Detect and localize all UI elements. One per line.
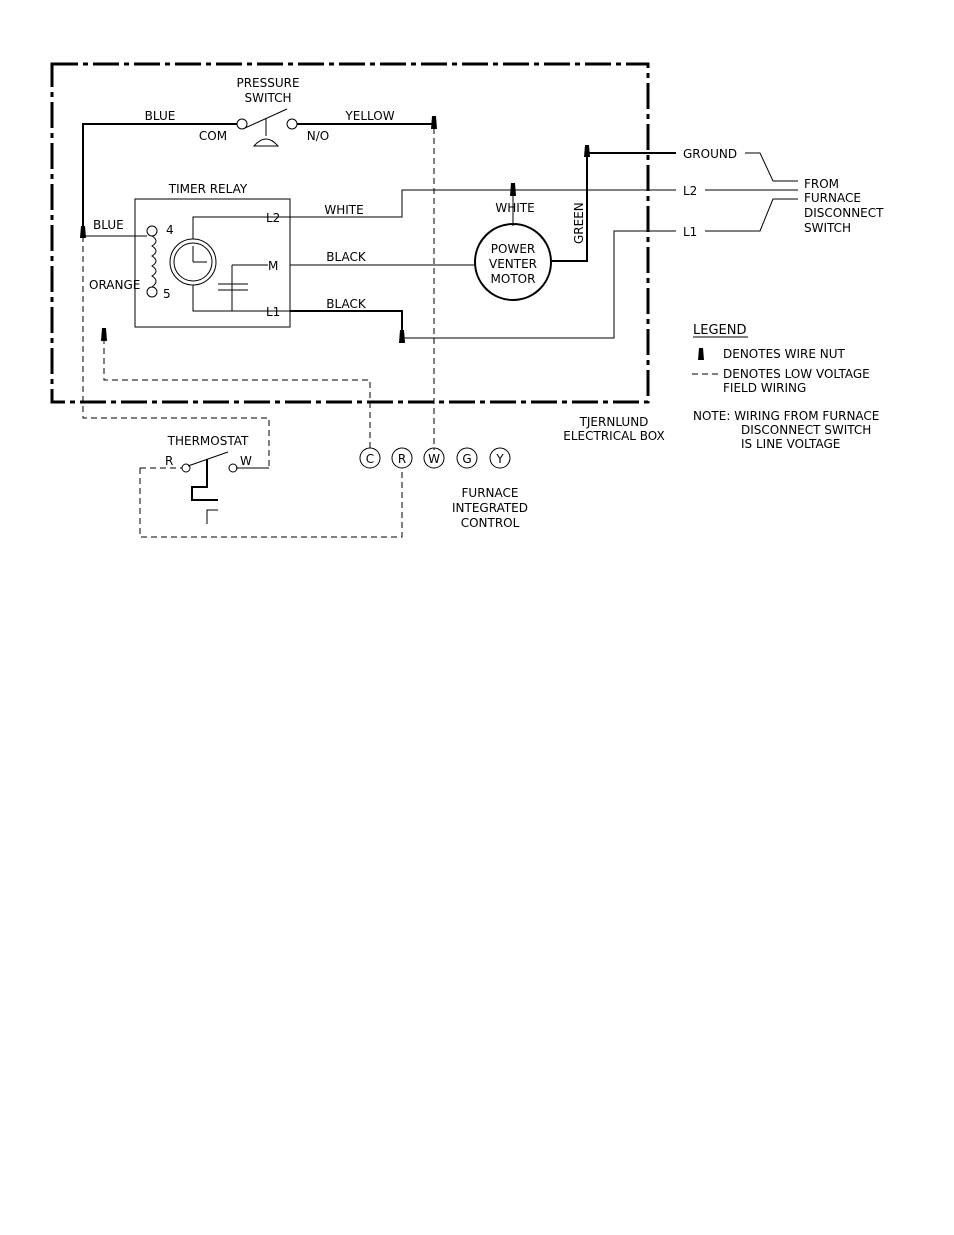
terminal-4-label: 4 — [166, 223, 174, 237]
furnace-control-terminals: C R W G Y FURNACE INTEGRATED CONTROL — [359, 447, 528, 530]
white-wire-label-relay: WHITE — [324, 203, 363, 217]
black-wire-label-m: BLACK — [326, 250, 367, 264]
no-terminal-label: N/O — [307, 129, 329, 143]
green-wire-label: GREEN — [572, 202, 586, 244]
pressure-switch-label-1: PRESSURE — [236, 76, 299, 90]
legend-note-2: DISCONNECT SWITCH — [741, 423, 871, 437]
black-wire-l1 — [290, 310, 403, 336]
blue-wire-label-top: BLUE — [145, 109, 176, 123]
motor-label-3: MOTOR — [491, 272, 536, 286]
from-furnace-label-2: FURNACE — [804, 191, 861, 205]
legend-wire-nut-text: DENOTES WIRE NUT — [723, 347, 845, 361]
terminal-g-label: G — [462, 452, 471, 466]
wire-nut-icon — [698, 348, 704, 360]
l1-supply-wire — [402, 230, 676, 339]
from-furnace-label-1: FROM — [804, 177, 839, 191]
relay-coil — [151, 235, 157, 288]
electrical-box-label-2: ELECTRICAL BOX — [563, 429, 664, 443]
power-venter-motor: POWER VENTER MOTOR — [474, 223, 552, 301]
wire-nuts — [80, 116, 590, 343]
wire-nut-icon — [80, 226, 86, 238]
relay-l1-label: L1 — [266, 305, 280, 319]
motor-label-2: VENTER — [489, 257, 537, 271]
electrical-box-label-1: TJERNLUND — [579, 415, 649, 429]
thermostat-w-label: W — [240, 454, 252, 468]
terminal-c-label: C — [366, 452, 374, 466]
legend: LEGEND DENOTES WIRE NUT DENOTES LOW VOLT… — [692, 323, 879, 451]
legend-low-voltage-text-1: DENOTES LOW VOLTAGE — [723, 367, 870, 381]
timer-relay: TIMER RELAY 4 5 L2 M L1 — [134, 182, 291, 328]
black-wire-label-l1: BLACK — [326, 297, 367, 311]
from-furnace-label-4: SWITCH — [804, 221, 851, 235]
ground-label: GROUND — [683, 147, 737, 161]
blue-wire-label-left: BLUE — [93, 218, 124, 232]
supply-l2-label: L2 — [683, 184, 697, 198]
supply-connections: GROUND L2 L1 FROM FURNACE DISCONNECT SWI… — [683, 147, 884, 239]
furnace-control-label-3: CONTROL — [461, 516, 520, 530]
legend-note-3: IS LINE VOLTAGE — [741, 437, 840, 451]
relay-l2-label: L2 — [266, 211, 280, 225]
legend-note-1: NOTE: WIRING FROM FURNACE — [693, 409, 879, 423]
terminal-w-label: W — [428, 452, 440, 466]
furnace-control-label-2: INTEGRATED — [452, 501, 528, 515]
green-wire — [552, 152, 676, 262]
white-wire — [290, 189, 515, 218]
relay-m-label: M — [268, 259, 278, 273]
legend-title: LEGEND — [693, 323, 746, 338]
legend-low-voltage-text-2: FIELD WIRING — [723, 381, 806, 395]
terminal-r-label: R — [398, 452, 406, 466]
from-furnace-label-3: DISCONNECT — [804, 206, 884, 220]
thermostat-title: THERMOSTAT — [167, 434, 249, 448]
supply-l1-label: L1 — [683, 225, 697, 239]
pressure-switch: PRESSURE SWITCH COM N/O — [199, 76, 329, 147]
wire-nut-icon — [431, 116, 437, 129]
wire-nut-icon — [584, 145, 590, 157]
low-voltage-wiring — [82, 128, 435, 538]
pressure-switch-label-2: SWITCH — [244, 91, 291, 105]
wire-nut-icon — [510, 183, 516, 196]
thermostat: THERMOSTAT R W — [140, 434, 269, 524]
terminal-5-label: 5 — [163, 287, 171, 301]
wire-nut-icon — [399, 330, 405, 343]
white-wire-label-motor: WHITE — [495, 201, 534, 215]
thermostat-r-label: R — [165, 454, 173, 468]
blue-wire-top — [82, 123, 237, 226]
electrical-box-outline — [50, 62, 650, 404]
yellow-wire-label: YELLOW — [344, 109, 394, 123]
wire-nut-icon — [101, 328, 107, 341]
timer-relay-title: TIMER RELAY — [168, 182, 248, 196]
orange-wire-label: ORANGE — [89, 278, 140, 292]
motor-label-1: POWER — [491, 242, 535, 256]
terminal-y-label: Y — [495, 452, 504, 466]
line-voltage-wiring — [82, 123, 676, 339]
furnace-control-label-1: FURNACE — [462, 486, 519, 500]
com-terminal-label: COM — [199, 129, 227, 143]
